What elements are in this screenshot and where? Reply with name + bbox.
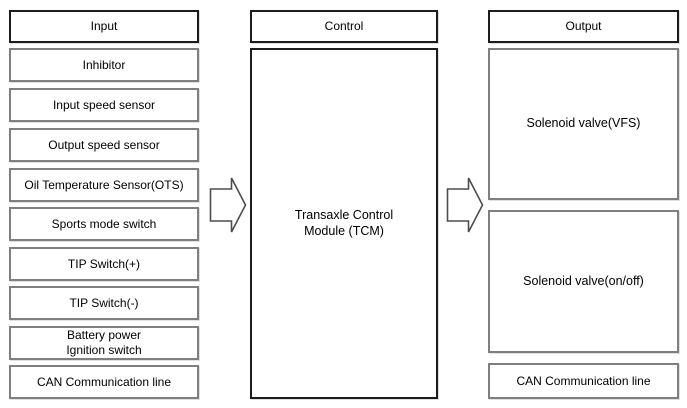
input-box-input-speed-sensor: Input speed sensor (9, 88, 199, 122)
input-box-oil-temperature-sensor: Oil Temperature Sensor(OTS) (9, 168, 199, 202)
input-box-can-communication-line: CAN Communication line (9, 365, 199, 399)
output-box-can-communication-line: CAN Communication line (488, 363, 679, 399)
input-box-battery-power-ignition-switch: Battery power Ignition switch (9, 326, 199, 360)
control-box-transaxle-control-module: Transaxle Control Module (TCM) (250, 48, 438, 399)
input-column-header: Input (9, 10, 199, 43)
input-box-tip-switch-plus: TIP Switch(+) (9, 247, 199, 281)
output-box-solenoid-valve-on-off: Solenoid valve(on/off) (488, 210, 679, 353)
flow-arrow-input-to-control-icon (209, 177, 247, 233)
input-box-output-speed-sensor: Output speed sensor (9, 128, 199, 162)
output-column-header: Output (488, 10, 679, 43)
flow-arrow-control-to-output-icon (446, 177, 484, 233)
input-box-sports-mode-switch: Sports mode switch (9, 207, 199, 241)
control-column-header: Control (250, 10, 438, 43)
input-box-tip-switch-minus: TIP Switch(-) (9, 286, 199, 320)
input-box-inhibitor: Inhibitor (9, 48, 199, 82)
output-box-solenoid-valve-vfs: Solenoid valve(VFS) (488, 48, 679, 200)
